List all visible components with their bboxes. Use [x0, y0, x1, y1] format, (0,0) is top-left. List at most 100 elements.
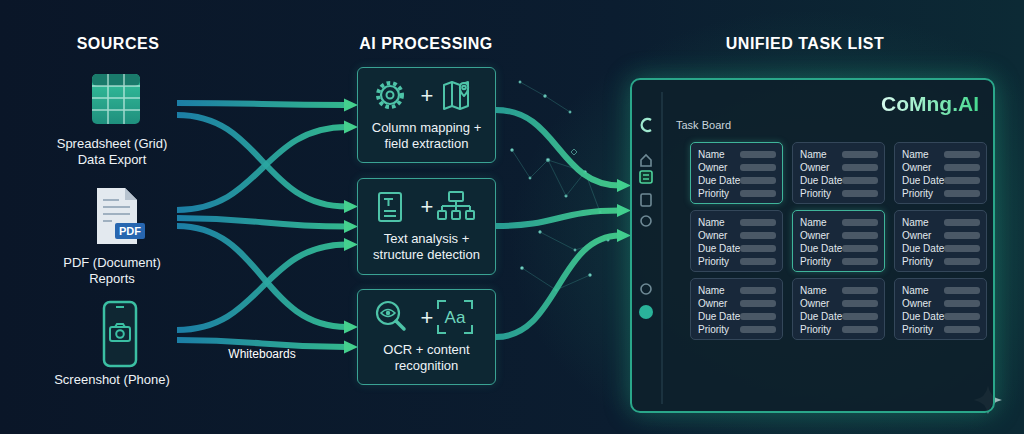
field-bar — [842, 287, 878, 294]
field-label: Priority — [902, 323, 933, 336]
source-label: Spreadsheet (Grid) Data Export — [47, 136, 177, 168]
plus-sign: + — [415, 82, 439, 110]
field-bar — [842, 326, 878, 333]
file-badge: PDF — [115, 223, 145, 239]
field-label: Due Date — [698, 174, 740, 187]
glow — [510, 10, 1024, 434]
field-row: Owner — [698, 229, 776, 242]
flow-arrow — [177, 340, 347, 347]
field-bar — [944, 190, 980, 197]
field-row: Priority — [698, 255, 776, 268]
field-label: Owner — [698, 229, 727, 242]
field-label: Owner — [800, 297, 829, 310]
field-row: Due Date — [800, 242, 878, 255]
field-row: Name — [902, 284, 980, 297]
board-sidebar — [639, 92, 662, 404]
field-row: Due Date — [800, 310, 878, 323]
field-row: Due Date — [800, 174, 878, 187]
field-label: Priority — [902, 187, 933, 200]
task-card: NameOwnerDue DatePriority — [894, 210, 987, 272]
field-row: Name — [902, 216, 980, 229]
field-label: Name — [698, 284, 725, 297]
plus-sign: + — [415, 193, 439, 221]
field-label: Name — [800, 216, 827, 229]
field-row: Owner — [698, 161, 776, 174]
process-box: +Column mapping + field extraction — [357, 67, 496, 163]
field-bar — [944, 164, 980, 171]
field-label: Due Date — [800, 242, 842, 255]
field-label: Due Date — [800, 310, 842, 323]
field-row: Name — [800, 148, 878, 161]
field-bar — [944, 245, 980, 252]
gear-icon — [378, 83, 402, 107]
field-bar — [740, 164, 776, 171]
field-row: Due Date — [902, 174, 980, 187]
field-row: Priority — [698, 323, 776, 336]
field-row: Name — [800, 216, 878, 229]
task-card: NameOwnerDue DatePriority — [792, 210, 885, 272]
field-bar — [740, 300, 776, 307]
field-row: Due Date — [698, 310, 776, 323]
column-heading: AI PROCESSING — [359, 34, 493, 54]
field-label: Due Date — [902, 174, 944, 187]
field-bar — [944, 313, 980, 320]
field-row: Priority — [800, 187, 878, 200]
field-bar — [944, 232, 980, 239]
flow-arrow — [177, 103, 347, 105]
field-label: Priority — [800, 187, 831, 200]
field-bar — [740, 245, 776, 252]
field-row: Owner — [800, 297, 878, 310]
field-bar — [740, 190, 776, 197]
field-row: Owner — [902, 297, 980, 310]
flow-arrow — [177, 245, 347, 331]
field-label: Due Date — [698, 242, 740, 255]
field-row: Owner — [698, 297, 776, 310]
field-row: Owner — [902, 161, 980, 174]
flow-arrow — [177, 218, 347, 227]
document-icon — [379, 193, 401, 221]
field-row: Priority — [800, 323, 878, 336]
spreadsheet-icon — [92, 74, 140, 124]
field-bar — [944, 151, 980, 158]
field-label: Name — [800, 148, 827, 161]
field-row: Name — [902, 148, 980, 161]
flow-arrow — [496, 236, 620, 338]
field-bar — [944, 219, 980, 226]
field-label: Priority — [800, 255, 831, 268]
field-bar — [740, 232, 776, 239]
field-bar — [842, 245, 878, 252]
field-label: Priority — [698, 187, 729, 200]
flow-arrow — [177, 226, 347, 327]
field-row: Name — [698, 148, 776, 161]
field-bar — [842, 300, 878, 307]
field-label: Name — [698, 216, 725, 229]
task-card: NameOwnerDue DatePriority — [894, 142, 987, 204]
task-card: NameOwnerDue DatePriority — [690, 278, 783, 340]
field-bar — [944, 287, 980, 294]
source-label: PDF (Document) Reports — [47, 255, 177, 287]
field-bar — [740, 326, 776, 333]
text-frame-icon — [438, 301, 472, 333]
field-label: Name — [902, 148, 929, 161]
process-label: Text analysis + structure detection — [364, 231, 489, 263]
field-bar — [842, 177, 878, 184]
field-label: Priority — [698, 323, 729, 336]
field-label: Due Date — [902, 242, 944, 255]
field-bar — [842, 164, 878, 171]
field-bar — [740, 287, 776, 294]
task-board-panel: CoMng.AITask BoardNameOwnerDue DatePrior… — [630, 78, 995, 413]
icon-text: Aa — [438, 304, 472, 332]
source-item: Screenshot (Phone) — [47, 300, 177, 395]
field-row: Name — [800, 284, 878, 297]
field-label: Due Date — [698, 310, 740, 323]
field-label: Owner — [902, 229, 931, 242]
flow-arrow — [496, 110, 620, 186]
field-label: Due Date — [800, 174, 842, 187]
field-row: Due Date — [698, 242, 776, 255]
field-bar — [740, 151, 776, 158]
source-item: Spreadsheet (Grid) Data Export — [47, 70, 177, 175]
field-label: Name — [800, 284, 827, 297]
field-bar — [842, 232, 878, 239]
